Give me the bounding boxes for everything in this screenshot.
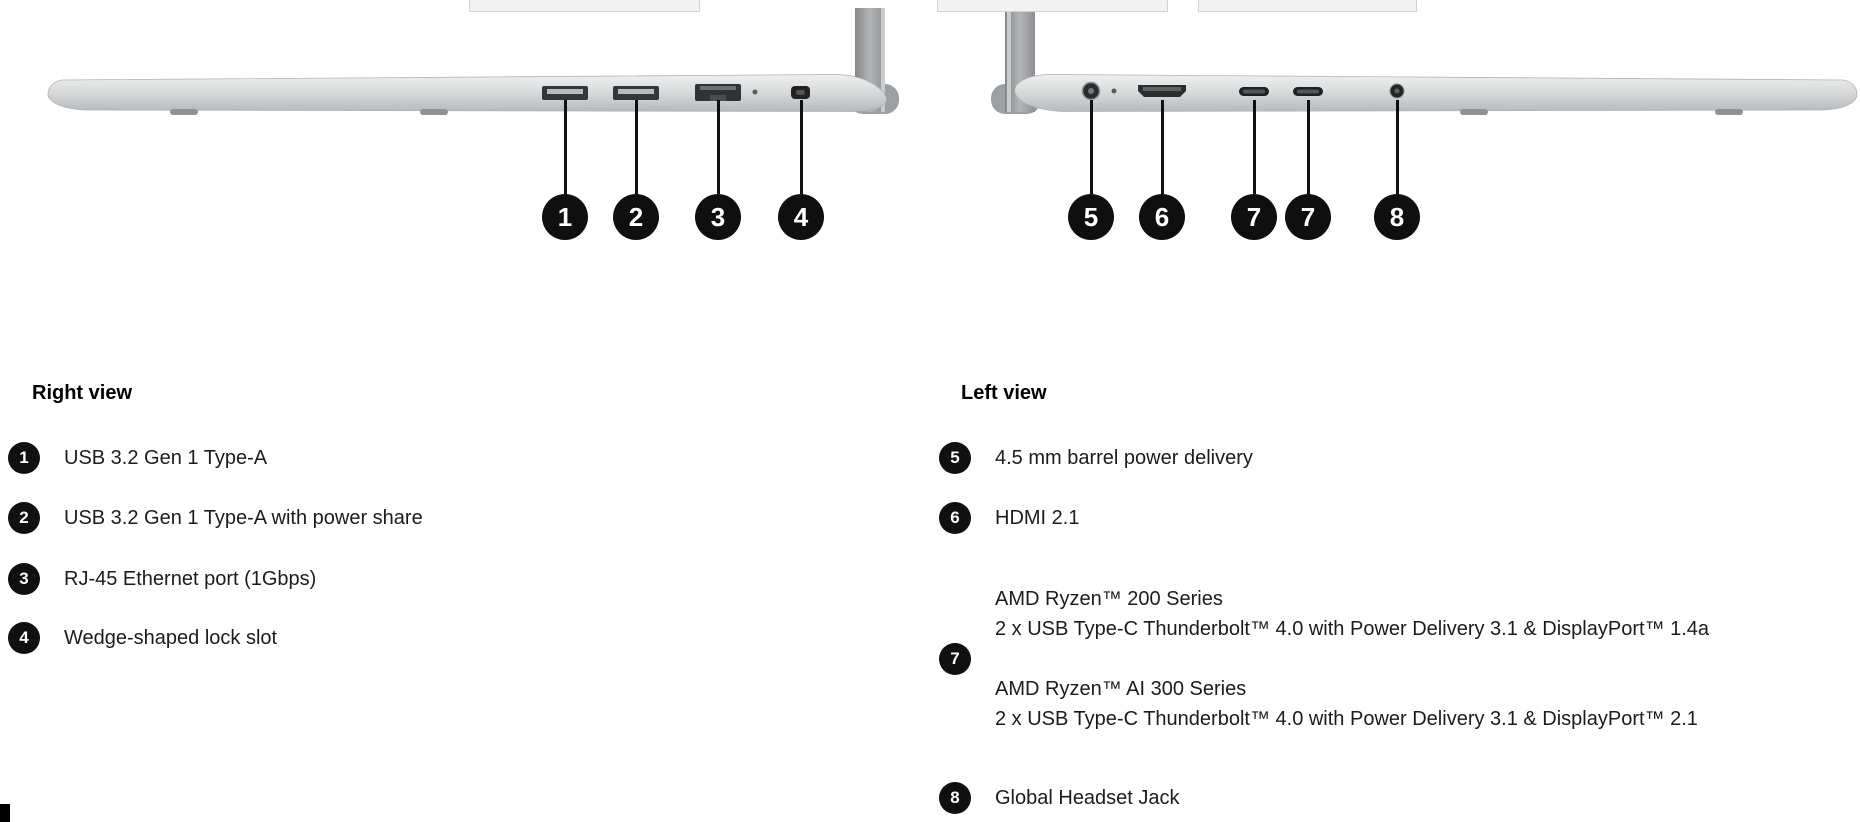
- usb-c-port-icon: [1239, 87, 1269, 96]
- status-led-icon: [1111, 88, 1117, 94]
- legend-number-badge: 2: [8, 502, 40, 534]
- legend-number-badge: 7: [939, 643, 971, 675]
- usb-c-spec-block: AMD Ryzen™ 200 Series 2 x USB Type-C Thu…: [995, 584, 1709, 734]
- rubber-foot: [420, 109, 448, 115]
- callout-bubble: 2: [613, 194, 659, 240]
- legend-label: RJ-45 Ethernet port (1Gbps): [64, 567, 317, 590]
- spec-line: AMD Ryzen™ 200 Series: [995, 588, 1223, 610]
- legend-item-4: 4 Wedge-shaped lock slot: [8, 622, 277, 654]
- usb-a-port-icon: [613, 86, 659, 100]
- spec-line: AMD Ryzen™ AI 300 Series: [995, 678, 1247, 700]
- legend-item-2: 2 USB 3.2 Gen 1 Type-A with power share: [8, 502, 423, 534]
- hdmi-port-icon: [1138, 85, 1186, 97]
- callout-bubble: 7: [1231, 194, 1277, 240]
- spec-line-blank: [995, 644, 1709, 674]
- cropped-image-strip: [1198, 0, 1417, 12]
- left-view-heading: Left view: [961, 382, 1047, 404]
- legend-item-7: 7 AMD Ryzen™ 200 Series 2 x USB Type-C T…: [939, 584, 1709, 734]
- callout-line: [634, 100, 638, 194]
- callout-bubble: 7: [1285, 194, 1331, 240]
- rj45-ethernet-port-icon: [695, 84, 741, 101]
- legend-item-6: 6 HDMI 2.1: [939, 502, 1079, 534]
- callout-bubble: 4: [778, 194, 824, 240]
- callout-7b: 7: [1285, 100, 1331, 240]
- callout-2: 2: [613, 100, 659, 240]
- callout-4: 4: [778, 100, 824, 240]
- callout-line: [799, 100, 803, 194]
- callout-5: 5: [1068, 100, 1114, 240]
- legend-number-badge: 3: [8, 563, 40, 595]
- callout-line: [1089, 100, 1093, 194]
- legend-item-3: 3 RJ-45 Ethernet port (1Gbps): [8, 563, 316, 595]
- cropped-image-strip: [937, 0, 1168, 12]
- left-view-laptop-illustration: [991, 8, 1858, 115]
- legend-label: USB 3.2 Gen 1 Type-A with power share: [64, 506, 423, 529]
- legend-number-badge: 1: [8, 442, 40, 474]
- barrel-power-port-icon: [1081, 81, 1101, 101]
- callout-bubble: 6: [1139, 194, 1185, 240]
- legend-label: USB 3.2 Gen 1 Type-A: [64, 446, 268, 469]
- status-led-icon: [752, 89, 758, 95]
- right-view-heading: Right view: [32, 382, 133, 404]
- spec-line: 2 x USB Type-C Thunderbolt™ 4.0 with Pow…: [995, 708, 1698, 730]
- right-view-laptop-illustration: [47, 8, 899, 115]
- legend-number-badge: 5: [939, 442, 971, 474]
- legend-item-1: 1 USB 3.2 Gen 1 Type-A: [8, 442, 267, 474]
- laptop-side-views-illustration: [47, 8, 1858, 115]
- legend-label: Wedge-shaped lock slot: [64, 626, 278, 649]
- legend-label: 4.5 mm barrel power delivery: [995, 446, 1253, 469]
- callout-bubble: 8: [1374, 194, 1420, 240]
- rubber-foot: [170, 109, 198, 115]
- callout-line: [1306, 100, 1310, 194]
- legend-label: Global Headset Jack: [995, 786, 1180, 809]
- rubber-foot: [1460, 109, 1488, 115]
- callout-line: [1252, 100, 1256, 194]
- callout-6: 6: [1139, 100, 1185, 240]
- legend-number-badge: 4: [8, 622, 40, 654]
- usb-c-port-icon: [1293, 87, 1323, 96]
- callout-line: [1160, 100, 1164, 194]
- legend-item-5: 5 4.5 mm barrel power delivery: [939, 442, 1253, 474]
- callout-7a: 7: [1231, 100, 1277, 240]
- callout-1: 1: [542, 100, 588, 240]
- headset-jack-icon: [1389, 83, 1405, 99]
- cropped-content-mark: [0, 804, 10, 822]
- callout-line: [563, 100, 567, 194]
- callout-3: 3: [695, 100, 741, 240]
- laptop-base: [47, 74, 887, 112]
- callout-bubble: 1: [542, 194, 588, 240]
- callout-8: 8: [1374, 100, 1420, 240]
- spec-line: 2 x USB Type-C Thunderbolt™ 4.0 with Pow…: [995, 618, 1710, 640]
- cropped-image-strip: [469, 0, 700, 12]
- screen-edge-highlight: [881, 8, 885, 112]
- usb-a-port-icon: [542, 86, 588, 100]
- screen-edge-highlight: [1007, 8, 1011, 112]
- rubber-foot: [1715, 109, 1743, 115]
- legend-number-badge: 6: [939, 502, 971, 534]
- laptop-base: [1014, 74, 1858, 112]
- callout-bubble: 5: [1068, 194, 1114, 240]
- legend-label: HDMI 2.1: [995, 506, 1080, 529]
- legend-number-badge: 8: [939, 782, 971, 814]
- callout-bubble: 3: [695, 194, 741, 240]
- legend-item-8: 8 Global Headset Jack: [939, 782, 1180, 814]
- callout-line: [716, 100, 720, 194]
- callout-line: [1395, 100, 1399, 194]
- lock-slot-icon: [791, 86, 810, 99]
